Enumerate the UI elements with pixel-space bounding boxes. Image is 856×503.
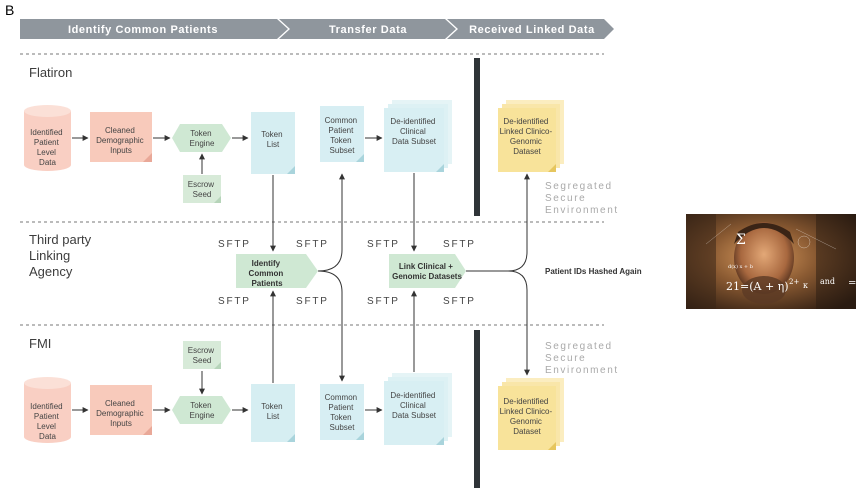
segregated-label-bottom: Segregated Secure Environment <box>545 341 619 376</box>
sftp-label-1: SFTP <box>218 239 251 250</box>
fmi-common-subset: Common Patient Token Subset <box>320 384 364 440</box>
meme-and: and <box>820 277 835 286</box>
fmi-linked-dataset: De-identified Linked Clinico- Genomic Da… <box>498 378 564 450</box>
sftp-label-8: SFTP <box>443 296 476 307</box>
phase-chevron-received <box>447 19 614 39</box>
fmi-escrow-seed: Escrow Seed <box>183 341 221 369</box>
sftp-label-6: SFTP <box>296 296 329 307</box>
panel-label: B <box>5 2 14 18</box>
connector-arrows <box>270 173 530 383</box>
svg-text:Identified Patient: Identified Patient Level Data <box>30 128 65 167</box>
fmi-token-engine: Token Engine <box>172 396 231 424</box>
meme-kappa: κ <box>803 281 808 290</box>
phase-label-transfer: Transfer Data <box>329 24 407 36</box>
svg-text:De-identified Linked C: De-identified Linked Clinico- Genomic Da… <box>500 397 555 436</box>
svg-text:Token List: Token List <box>261 130 285 149</box>
svg-text:Identify Common: Identify Common Patients <box>249 259 286 288</box>
link-clinical-box: Link Clinical + Genomic Datasets <box>389 254 466 288</box>
phase-chevron-transfer <box>279 19 456 39</box>
third-party-row: Identify Common Patients Link Clinical +… <box>218 239 642 307</box>
svg-text:Cleaned Demographic: Cleaned Demographic Inputs <box>96 399 146 428</box>
fmi-deid-subset: De-identified Clinical Data Subset <box>384 373 452 445</box>
segregated-label-top: Segregated Secure Environment <box>545 181 619 216</box>
lane-label-fmi: FMI <box>29 336 51 351</box>
flatiron-deid-subset: De-identified Clinical Data Subset <box>384 100 452 172</box>
hashed-note: Patient IDs Hashed Again <box>545 267 642 276</box>
phase-chevron-identify <box>20 19 288 39</box>
meme-exponent: 2+ <box>789 278 799 286</box>
svg-text:De-identified Clinical: De-identified Clinical Data Subset <box>390 391 437 420</box>
flatiron-linked-dataset: De-identified Linked Clinico- Genomic Da… <box>498 100 564 172</box>
phase-label-identify: Identify Common Patients <box>68 24 218 36</box>
flatiron-token-list: Token List <box>251 112 295 174</box>
svg-text:Token Engine: Token Engine <box>190 129 215 148</box>
phase-label-received: Received Linked Data <box>469 24 595 36</box>
fmi-patient-data: Identified Patient Level Data <box>24 377 71 443</box>
flatiron-patient-data: Identified Patient Level Data <box>24 105 71 171</box>
svg-text:De-identified Clinical: De-identified Clinical Data Subset <box>390 117 437 146</box>
secure-divider-top <box>474 58 480 216</box>
meme-sigma: Σ <box>736 232 746 248</box>
svg-text:Common Patient: Common Patient Token Subset <box>325 116 360 155</box>
svg-text:Link Clinical + Genomi: Link Clinical + Genomic Datasets <box>392 262 462 281</box>
svg-text:Cleaned Demographic: Cleaned Demographic Inputs <box>96 126 146 155</box>
svg-text:Token Engine: Token Engine <box>190 401 215 420</box>
flatiron-common-subset: Common Patient Token Subset <box>320 106 364 162</box>
lane-label-flatiron: Flatiron <box>29 65 72 80</box>
svg-text:Common Patient: Common Patient Token Subset <box>325 393 360 432</box>
flatiron-token-engine: Token Engine <box>172 124 231 152</box>
meme-small-formula: d(x) x + b <box>728 263 753 270</box>
flatiron-escrow-seed: Escrow Seed <box>183 175 221 203</box>
sftp-label-2: SFTP <box>296 239 329 250</box>
lane-label-third-party: Third party Linking Agency <box>29 232 95 279</box>
svg-text:Escrow Seed: Escrow Seed <box>188 180 216 199</box>
secure-divider-bottom <box>474 330 480 488</box>
sftp-label-3: SFTP <box>367 239 400 250</box>
svg-text:De-identified Linked C: De-identified Linked Clinico- Genomic Da… <box>500 117 555 156</box>
svg-text:Token List: Token List <box>261 402 285 421</box>
phase-chevrons: Identify Common Patients Transfer Data R… <box>20 19 614 39</box>
fmi-cleaned-inputs: Cleaned Demographic Inputs <box>90 385 152 435</box>
svg-text:Identified Patient: Identified Patient Level Data <box>30 402 65 441</box>
identify-common-patients-box: Identify Common Patients <box>236 254 318 288</box>
meme-equals: = <box>848 278 856 289</box>
svg-text:Escrow Seed: Escrow Seed <box>188 346 216 365</box>
fmi-token-list: Token List <box>251 384 295 442</box>
sftp-label-7: SFTP <box>367 296 400 307</box>
meme-main-formula: 21=(A + η) <box>726 280 789 293</box>
flatiron-row: Identified Patient Level Data Cleaned De… <box>24 100 619 216</box>
sftp-label-4: SFTP <box>443 239 476 250</box>
flatiron-cleaned-inputs: Cleaned Demographic Inputs <box>90 112 152 162</box>
sftp-label-5: SFTP <box>218 296 251 307</box>
fmi-row: Identified Patient Level Data Cleaned De… <box>24 341 619 450</box>
meme-illustration: Σ d(x) x + b 21=(A + η) 2+ κ and = <box>686 214 856 309</box>
math-meme-image: Σ d(x) x + b 21=(A + η) 2+ κ and = <box>686 214 856 309</box>
